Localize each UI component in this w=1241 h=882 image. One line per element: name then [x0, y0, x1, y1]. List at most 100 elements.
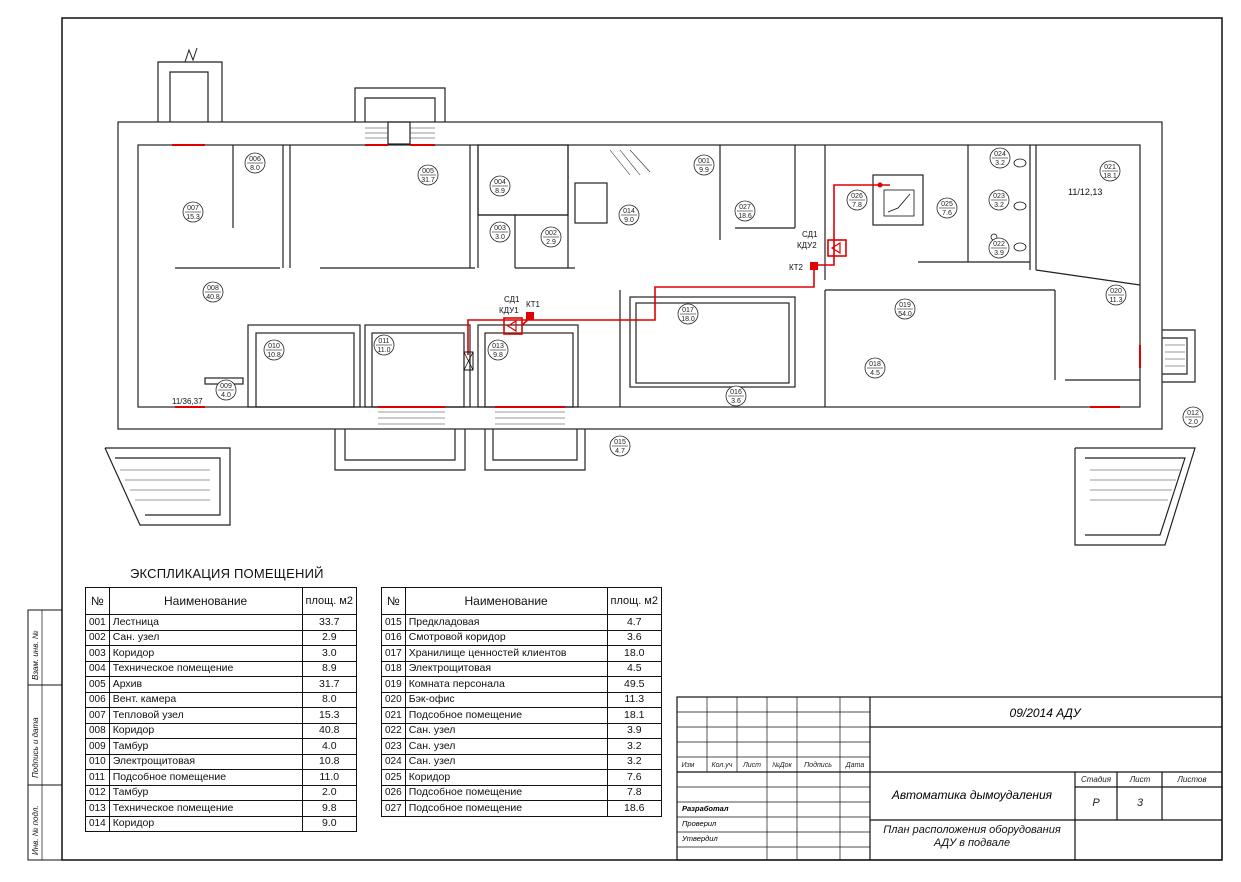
cell-area: 40.8 — [301, 722, 358, 739]
cell-name: Хранилище ценностей клиентов — [404, 645, 608, 662]
room-number: 002 — [545, 230, 557, 237]
cell-name: Архив — [108, 676, 303, 693]
cell-name: Техническое помещение — [108, 660, 303, 677]
room-area: 3.2 — [994, 202, 1004, 209]
cell-num: 025 — [381, 769, 406, 786]
cell-area: 3.9 — [606, 722, 663, 739]
cell-num: 001 — [85, 614, 110, 631]
cell-name: Сан. узел — [108, 629, 303, 646]
stamp-header: Дата — [845, 762, 865, 769]
cell-num: 014 — [85, 815, 110, 832]
cell-name: Сан. узел — [404, 738, 608, 755]
cell-name: Тамбур — [108, 784, 303, 801]
sheet-label: Лист — [1129, 775, 1151, 784]
room-area: 54.0 — [898, 311, 912, 318]
cell-num: 007 — [85, 707, 110, 724]
cell-area: 3.2 — [606, 753, 663, 770]
cell-name: Сан. узел — [404, 753, 608, 770]
cell-num: 008 — [85, 722, 110, 739]
room-number: 008 — [207, 285, 219, 292]
title-block-text: Изм Кол.уч Лист №Док Подпись Дата Разраб… — [681, 706, 1207, 843]
stairs — [120, 127, 1185, 501]
cell-num: 005 — [85, 676, 110, 693]
cell-area: 31.7 — [301, 676, 358, 693]
cell-area: 33.7 — [301, 614, 358, 631]
room-number: 012 — [1187, 410, 1199, 417]
room-number: 009 — [220, 383, 232, 390]
room-number: 006 — [249, 156, 261, 163]
label-kdu2: КДУ2 — [797, 241, 817, 250]
cell-name: Коридор — [404, 769, 608, 786]
kt1-marker-icon — [526, 312, 534, 320]
cell-name: Подсобное помещение — [404, 800, 608, 817]
axis-label-right: 11/12,13 — [1068, 187, 1102, 197]
cell-num: 006 — [85, 691, 110, 708]
cell-num: 026 — [381, 784, 406, 801]
room-area: 9.8 — [493, 352, 503, 359]
cell-area: 2.0 — [301, 784, 358, 801]
cell-name: Электрощитовая — [404, 660, 608, 677]
stamp-role: Разработал — [682, 804, 729, 813]
cell-area: 3.0 — [301, 645, 358, 662]
room-number: 025 — [941, 201, 953, 208]
cell-num: 023 — [381, 738, 406, 755]
stage-label: Стадия — [1081, 775, 1112, 784]
room-number: 014 — [623, 208, 635, 215]
cell-name: Тепловой узел — [108, 707, 303, 724]
room-number: 020 — [1110, 288, 1122, 295]
cell-name: Коридор — [108, 815, 303, 832]
room-number: 013 — [492, 343, 504, 350]
room-number: 024 — [994, 151, 1006, 158]
cell-name: Электрощитовая — [108, 753, 303, 770]
equipment-labels: СД1 КДУ1 КТ1 СД1 КДУ2 КТ2 11/36,37 11/12… — [172, 187, 1102, 406]
room-number: 015 — [614, 439, 626, 446]
room-number: 001 — [698, 158, 710, 165]
side-label: Инв. № подл. — [31, 805, 40, 855]
room-area: 11.0 — [377, 347, 390, 354]
cell-num: 013 — [85, 800, 110, 817]
col-area: площ. м2 — [606, 587, 663, 615]
room-area: 4.5 — [870, 370, 880, 377]
label-kt2: КТ2 — [789, 263, 804, 272]
room-number: 023 — [993, 193, 1005, 200]
room-number: 018 — [869, 361, 881, 368]
room-area: 2.0 — [1188, 419, 1198, 426]
stamp-header: Лист — [742, 762, 761, 769]
cell-area: 4.5 — [606, 660, 663, 677]
cell-num: 022 — [381, 722, 406, 739]
kdu1-device-icon — [503, 317, 523, 335]
cell-num: 021 — [381, 707, 406, 724]
cell-name: Комната персонала — [404, 676, 608, 693]
cell-num: 018 — [381, 660, 406, 677]
room-area: 31.7 — [421, 177, 435, 184]
side-strip — [27, 609, 63, 861]
cell-name: Подсобное помещение — [108, 769, 303, 786]
room-area: 2.9 — [546, 239, 556, 246]
stamp-header: Подпись — [804, 761, 832, 769]
room-number: 010 — [268, 343, 280, 350]
cell-num: 010 — [85, 753, 110, 770]
cell-area: 4.0 — [301, 738, 358, 755]
room-number: 021 — [1104, 164, 1116, 171]
label-sd1-a: СД1 — [504, 295, 520, 304]
cell-num: 020 — [381, 691, 406, 708]
room-number: 017 — [682, 307, 694, 314]
cell-num: 019 — [381, 676, 406, 693]
label-sd1-b: СД1 — [802, 230, 818, 239]
cell-num: 017 — [381, 645, 406, 662]
cell-num: 012 — [85, 784, 110, 801]
col-name: Наименование — [108, 587, 303, 615]
cell-num: 024 — [381, 753, 406, 770]
cell-area: 18.1 — [606, 707, 663, 724]
col-no: № — [85, 587, 110, 615]
